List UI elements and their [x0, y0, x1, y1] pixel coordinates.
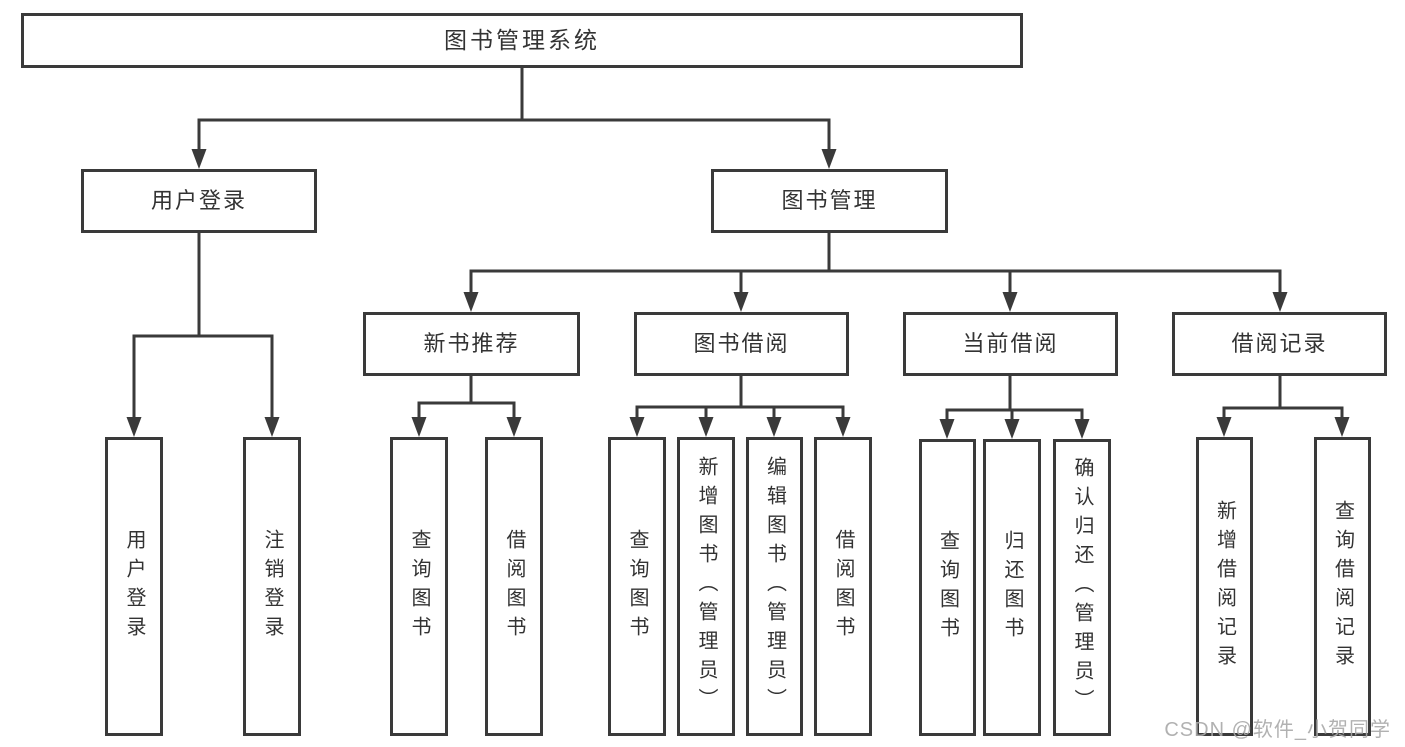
node-logout: 注销登录: [243, 437, 301, 736]
node-label-br-query: 查询借阅记录: [1331, 499, 1354, 674]
node-cb-return: 归还图书: [983, 439, 1041, 736]
node-login: 用户登录: [105, 437, 163, 736]
node-label-cb-return: 归还图书: [1001, 529, 1023, 646]
node-label-root: 图书管理系统: [444, 27, 600, 53]
node-label-borrow-record: 借阅记录: [1231, 331, 1328, 356]
node-bb-add: 新增图书（管理员）: [677, 437, 735, 736]
node-label-nbr-borrow: 借阅图书: [503, 528, 525, 645]
node-label-current-borrow: 当前借阅: [962, 331, 1059, 356]
node-bb-borrow: 借阅图书: [814, 437, 872, 736]
node-br-add: 新增借阅记录: [1196, 437, 1253, 736]
node-book-borrow: 图书借阅: [634, 312, 849, 376]
node-cb-query: 查询图书: [919, 439, 976, 736]
node-book-mgmt: 图书管理: [711, 169, 948, 233]
node-label-bb-add: 新增图书（管理员）: [695, 456, 717, 717]
node-label-nbr-query: 查询图书: [408, 528, 430, 645]
node-label-cb-query: 查询图书: [936, 529, 959, 646]
node-label-book-mgmt: 图书管理: [781, 188, 878, 213]
node-borrow-record: 借阅记录: [1172, 312, 1387, 376]
node-new-book-rec: 新书推荐: [363, 312, 580, 376]
node-label-book-borrow: 图书借阅: [693, 331, 790, 356]
node-label-bb-borrow: 借阅图书: [832, 528, 854, 645]
node-br-query: 查询借阅记录: [1314, 437, 1371, 736]
node-root: 图书管理系统: [21, 13, 1023, 68]
node-label-bb-edit: 编辑图书（管理员）: [763, 456, 786, 717]
node-nbr-query: 查询图书: [390, 437, 448, 736]
node-label-new-book-rec: 新书推荐: [423, 331, 520, 356]
node-user-login: 用户登录: [81, 169, 317, 233]
node-label-logout: 注销登录: [261, 528, 283, 645]
node-bb-query: 查询图书: [608, 437, 666, 736]
node-current-borrow: 当前借阅: [903, 312, 1118, 376]
node-label-cb-confirm: 确认归还（管理员）: [1071, 457, 1093, 718]
node-cb-confirm: 确认归还（管理员）: [1053, 439, 1111, 736]
node-nbr-borrow: 借阅图书: [485, 437, 543, 736]
node-label-br-add: 新增借阅记录: [1213, 499, 1236, 674]
csdn-watermark: CSDN @软件_小贺同学: [1164, 719, 1391, 741]
node-label-login: 用户登录: [123, 528, 145, 645]
node-label-bb-query: 查询图书: [626, 528, 648, 645]
node-label-user-login: 用户登录: [150, 188, 247, 213]
node-bb-edit: 编辑图书（管理员）: [746, 437, 803, 736]
